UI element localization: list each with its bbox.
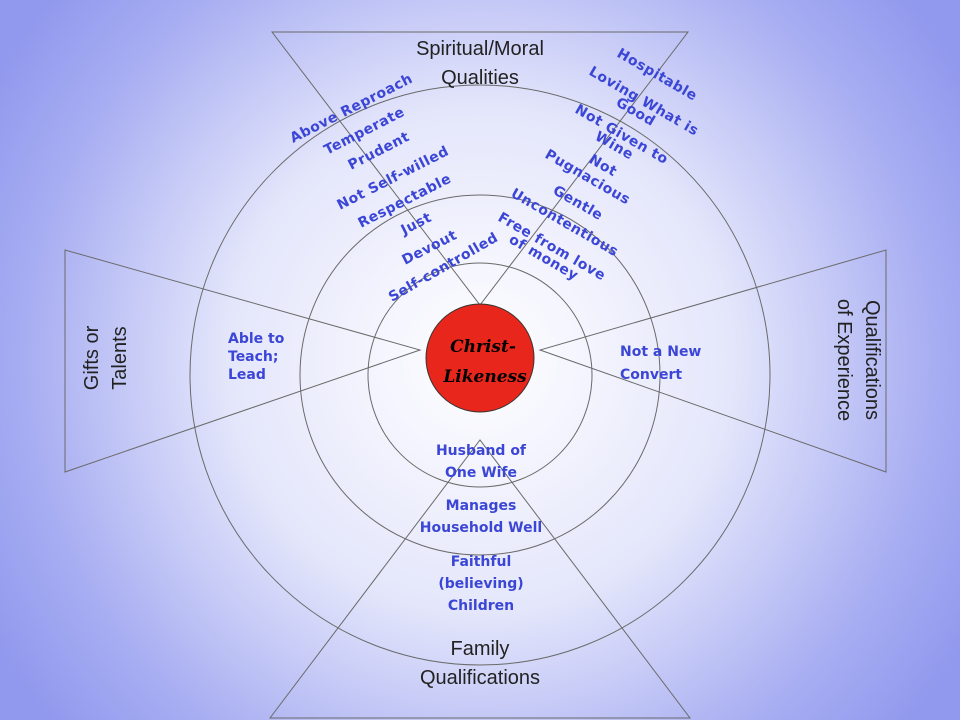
family-title-line2: Qualifications [420, 667, 540, 689]
middle-ring [299, 194, 661, 556]
family-manages-line2: Household Well [420, 520, 542, 536]
family-title-line1: Family [451, 638, 510, 660]
gifts-title-line2: Talents [109, 326, 131, 389]
spiritual-title-line2: Qualities [441, 67, 519, 89]
center-circle [425, 303, 535, 413]
gifts-item-line1: Able to [228, 331, 285, 347]
family-husband-line1: Husband of [436, 443, 527, 459]
experience-title-line2: of Experience [833, 299, 855, 421]
experience-item-line2: Convert [620, 367, 682, 383]
spiritual-title-line1: Spiritual/Moral [416, 38, 544, 60]
outer-ring [189, 84, 771, 666]
family-husband-line2: One Wife [445, 465, 517, 481]
family-faithful-line2: (believing) [438, 576, 523, 592]
gifts-wedge [64, 249, 422, 473]
experience-wedge [538, 249, 887, 473]
family-faithful-line3: Children [448, 598, 514, 614]
experience-title-line1: Qualifications [861, 300, 883, 420]
gifts-item-line3: Lead [228, 367, 266, 383]
gifts-title-line1: Gifts or [81, 325, 103, 390]
gifts-title: Gifts or Talents [81, 325, 131, 390]
experience-title: Qualifications of Experience [833, 299, 883, 421]
family-faithful-line1: Faithful [451, 554, 512, 570]
center-label-line1: Christ- [450, 337, 516, 357]
spiritual-wedge [270, 31, 690, 306]
inner-ring [367, 262, 593, 488]
family-wedge [268, 439, 692, 719]
experience-item-line1: Not a New [620, 344, 701, 360]
gifts-item-line2: Teach; [228, 349, 279, 365]
center-label-line2: Likeness [442, 367, 527, 387]
family-manages-line1: Manages [446, 498, 517, 514]
